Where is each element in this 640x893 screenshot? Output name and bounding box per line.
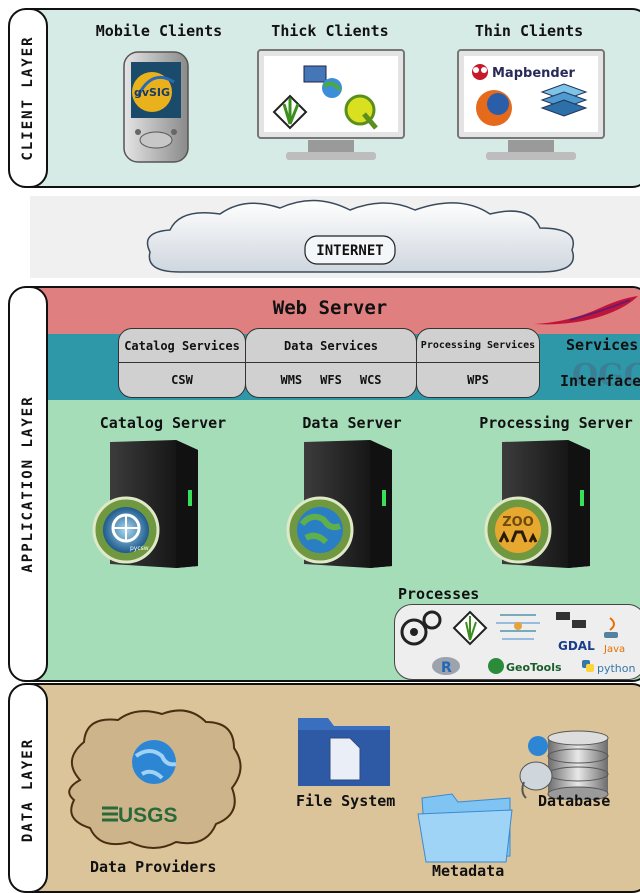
qgis-icon	[344, 94, 378, 130]
data-server-title: Data Server	[302, 414, 402, 432]
catalog-server-icon: pycsw	[92, 440, 198, 568]
wcs-label: WCS	[359, 373, 382, 387]
file-system-icon	[298, 718, 390, 786]
data-services-title: Data Services	[246, 329, 416, 363]
catalog-services-title: Catalog Services	[119, 329, 245, 363]
usgs-label: USGS	[118, 804, 178, 827]
client-layer-tab	[8, 8, 48, 188]
data-providers-cloud: USGS	[68, 709, 242, 849]
web-server-title: Web Server	[272, 297, 388, 319]
processing-server-icon: ZOO	[484, 440, 590, 568]
database-icon	[519, 730, 609, 800]
geotools-icon	[488, 658, 504, 674]
mobile-device-icon: gvSIG	[123, 51, 189, 163]
mobile-clients-title: Mobile Clients	[95, 22, 223, 40]
client-layer-label: CLIENT LAYER	[20, 35, 36, 161]
metadata-icon	[417, 793, 513, 863]
gvsig-label: gvSIG	[134, 86, 170, 99]
metadata-label: Metadata	[432, 862, 505, 880]
internet-label: INTERNET	[316, 243, 384, 259]
wfs-label: WFS	[320, 373, 342, 387]
data-server-icon	[286, 440, 392, 568]
services-interface-line1: Services	[566, 336, 639, 354]
csw-label: CSW	[171, 373, 193, 387]
web-server-band	[12, 288, 640, 334]
geotools-label: GeoTools	[506, 661, 562, 674]
apache-feather-icon	[534, 296, 638, 325]
data-providers-label: Data Providers	[90, 858, 217, 876]
processing-services-title: Processing Services	[417, 329, 539, 363]
mapbender-logo: Mapbender	[472, 64, 576, 81]
processes-icons: GDAL Java R GeoTools python	[400, 610, 636, 676]
thin-clients-monitor: Mapbender	[457, 49, 605, 160]
processing-services-box: Processing Services WPS	[416, 328, 540, 398]
wms-label: WMS	[280, 373, 303, 387]
data-services-box: Data Services WMS WFS WCS	[245, 328, 417, 398]
database-label: Database	[538, 792, 611, 810]
java-label: Java	[603, 644, 625, 655]
file-system-label: File System	[296, 792, 396, 810]
pycsw-logo: pycsw	[111, 513, 149, 552]
grass-gis-icon	[452, 610, 488, 646]
r-icon	[432, 657, 460, 675]
openlayers-icon	[540, 83, 588, 117]
processes-title: Processes	[398, 585, 480, 603]
pycsw-label: pycsw	[130, 545, 149, 552]
globe-icon	[132, 740, 177, 784]
internet-cloud	[146, 199, 574, 273]
satellite-icon	[556, 612, 586, 628]
catalog-services-box: Catalog Services CSW	[118, 328, 246, 398]
thin-clients-title: Thin Clients	[474, 22, 584, 40]
processing-server-title: Processing Server	[479, 414, 633, 432]
ogc-watermark: OGC	[572, 358, 640, 393]
application-layer-tab	[8, 286, 48, 682]
thick-clients-monitor	[257, 49, 405, 160]
firefox-icon	[476, 90, 512, 126]
gdal-label: GDAL	[558, 639, 595, 653]
mapbender-label: Mapbender	[492, 66, 576, 81]
usgs-logo: USGS	[102, 804, 178, 827]
application-layer-label: APPLICATION LAYER	[20, 395, 36, 573]
python-icon	[582, 660, 594, 672]
services-interface-line2: Interface	[560, 372, 640, 390]
grass-gis-icon	[272, 94, 308, 130]
data-layer-label: DATA LAYER	[20, 737, 36, 843]
postgresql-elephant-icon	[519, 761, 553, 799]
python-label: python	[597, 662, 636, 675]
catalog-server-title: Catalog Server	[99, 414, 227, 432]
thick-clients-title: Thick Clients	[271, 22, 389, 40]
zoo-label: ZOO	[502, 515, 534, 530]
r-label: R	[441, 660, 452, 676]
wps-label: WPS	[467, 373, 489, 387]
gears-icon	[400, 610, 442, 646]
dotted-workflow-icon	[496, 614, 540, 640]
java-icon	[604, 617, 618, 638]
network-globe-icon	[303, 65, 342, 98]
